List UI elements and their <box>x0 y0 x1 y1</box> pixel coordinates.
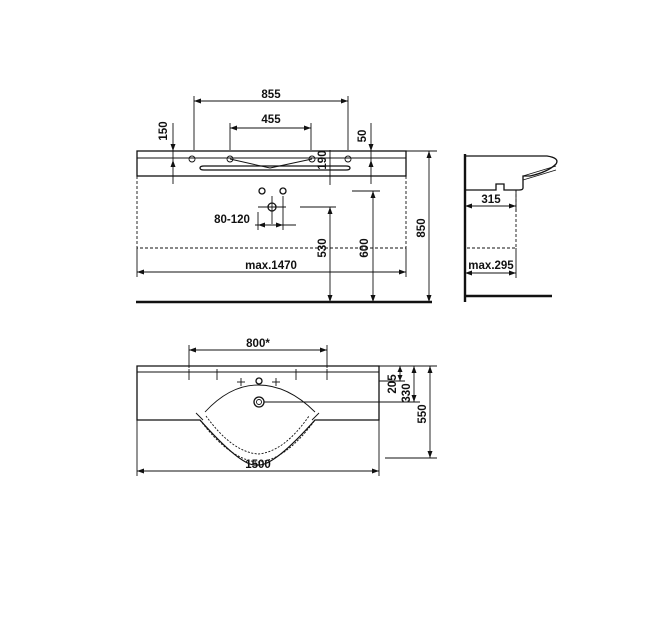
dim-205: 205 <box>379 365 405 394</box>
dim-150: 150 <box>158 121 176 184</box>
top-view: 800* 205 330 550 <box>136 338 437 476</box>
dim-150-label: 150 <box>158 121 170 140</box>
waste-fixtures <box>258 187 287 224</box>
dim-600-label: 600 <box>359 238 371 257</box>
basin-top-slab <box>136 150 407 177</box>
side-vanity-outline <box>464 190 517 249</box>
dim-1500-label: 1500 <box>245 459 271 471</box>
dim-800-label: 800* <box>246 338 270 350</box>
dim-330-label: 330 <box>401 383 413 402</box>
tap-holes <box>188 155 352 169</box>
top-basin-outline <box>136 365 380 466</box>
dim-850-label: 850 <box>416 218 428 237</box>
dim-850: 850 <box>406 150 437 302</box>
dim-455: 455 <box>229 114 312 150</box>
top-bowl-front <box>199 419 316 463</box>
dim-max-295-label: max.295 <box>468 260 514 272</box>
dim-550: 550 <box>379 365 437 459</box>
dim-530: 530 <box>300 206 336 302</box>
dim-80-120-label: 80-120 <box>214 214 250 226</box>
dim-80-120: 80-120 <box>214 196 296 230</box>
side-basin-profile <box>465 155 558 191</box>
dim-530-label: 530 <box>317 238 329 257</box>
dim-800: 800* <box>188 338 328 368</box>
dim-330: 330 <box>264 366 420 403</box>
dim-550-label: 550 <box>417 404 429 423</box>
dim-190: 190 <box>317 150 335 185</box>
dim-50-label: 50 <box>357 130 369 143</box>
dim-max-295: max.295 <box>465 248 517 278</box>
top-bowl-inner <box>204 384 316 413</box>
top-drain-icon <box>253 396 265 408</box>
front-view: 855 455 150 50 190 <box>136 89 437 304</box>
dim-315: 315 <box>465 190 517 212</box>
dim-max-1470-label: max.1470 <box>245 260 297 272</box>
towel-rail <box>199 165 351 171</box>
dim-600: 600 <box>352 190 380 302</box>
dim-315-label: 315 <box>481 194 501 206</box>
dim-190-label: 190 <box>317 150 329 169</box>
side-view: 315 max.295 <box>463 154 558 302</box>
top-mount-marks <box>188 369 328 421</box>
dim-855-label: 855 <box>261 89 281 101</box>
dim-205-label: 205 <box>387 374 399 394</box>
dim-1500: 1500 <box>136 420 380 476</box>
vanity-outline <box>136 176 407 249</box>
dim-455-label: 455 <box>261 114 281 126</box>
top-tap-holes <box>237 377 280 386</box>
dim-max-1470: max.1470 <box>136 248 407 277</box>
dim-50: 50 <box>357 123 374 184</box>
dim-855: 855 <box>193 89 349 150</box>
